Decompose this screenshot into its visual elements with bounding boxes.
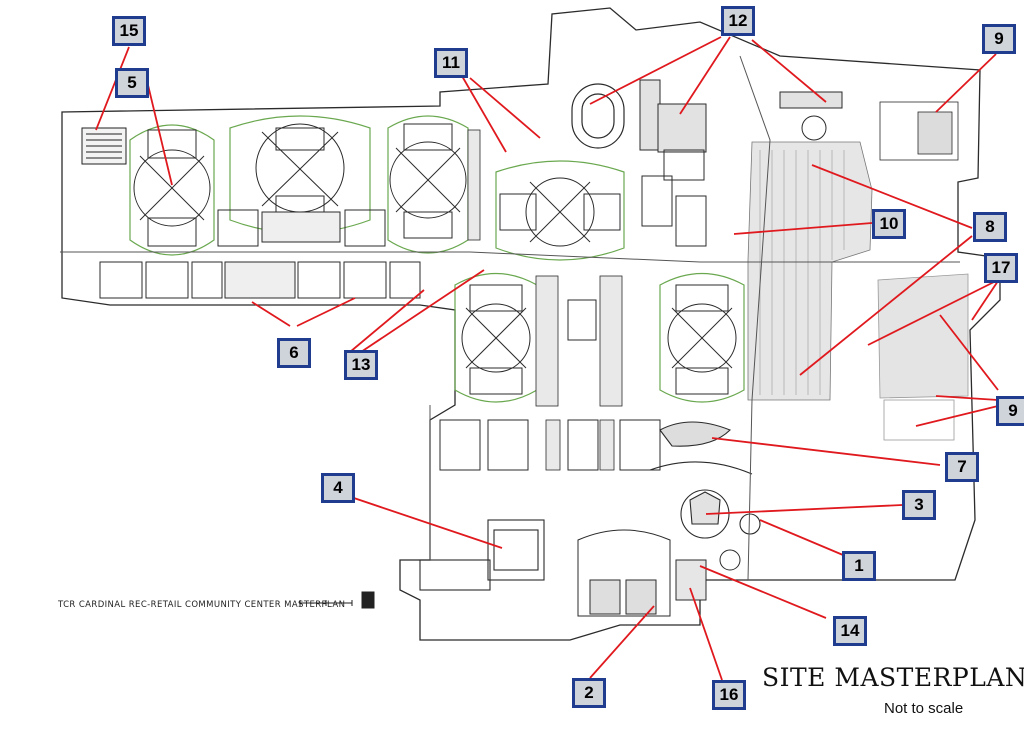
baseball-complex-south-right	[659, 272, 745, 403]
plan-scale-bar	[299, 591, 375, 609]
callout-marker-4: 4	[321, 473, 355, 503]
callout-marker-10: 10	[872, 209, 906, 239]
diamond-clusters	[133, 123, 737, 395]
roads	[60, 55, 960, 581]
scale-note: Not to scale	[884, 700, 964, 717]
baseball-complex-middle	[495, 160, 625, 261]
callout-marker-1: 1	[842, 551, 876, 581]
callout-marker-5: 5	[115, 68, 149, 98]
callout-marker-17: 17	[984, 253, 1018, 283]
recreation-center	[577, 529, 741, 617]
east-parking-rows	[759, 150, 845, 395]
callout-marker-15: 15	[112, 16, 146, 46]
stadium-track	[571, 83, 625, 149]
callout-marker-3: 3	[902, 490, 936, 520]
callout-marker-13: 13	[344, 350, 378, 380]
callout-lines	[95, 36, 1001, 681]
site-masterplan-title: SITE MASTERPLAN	[762, 663, 1024, 692]
callout-marker-16: 16	[712, 680, 746, 710]
callout-marker-6: 6	[277, 338, 311, 368]
callout-marker-9-north: 9	[982, 24, 1016, 54]
callout-marker-8: 8	[973, 212, 1007, 242]
pond-and-amphitheater	[649, 421, 761, 539]
callout-marker-14: 14	[833, 616, 867, 646]
callout-marker-11: 11	[434, 48, 468, 78]
parking-lot-west	[81, 127, 127, 165]
callout-marker-7: 7	[945, 452, 979, 482]
plan-title: TCR CARDINAL REC-RETAIL COMMUNITY CENTER…	[58, 600, 346, 610]
callout-marker-9-east: 9	[996, 396, 1024, 426]
site-boundary	[61, 7, 1001, 641]
baseball-complex-west	[129, 124, 215, 256]
baseball-complex-centerright	[387, 115, 469, 254]
central-parking	[467, 129, 623, 471]
east-retail	[877, 101, 969, 441]
stadium-south-west	[419, 519, 545, 591]
callout-marker-2: 2	[572, 678, 606, 708]
soccer-fields-row	[99, 209, 421, 299]
callout-marker-12: 12	[721, 6, 755, 36]
soccer-fields-south	[439, 299, 661, 471]
